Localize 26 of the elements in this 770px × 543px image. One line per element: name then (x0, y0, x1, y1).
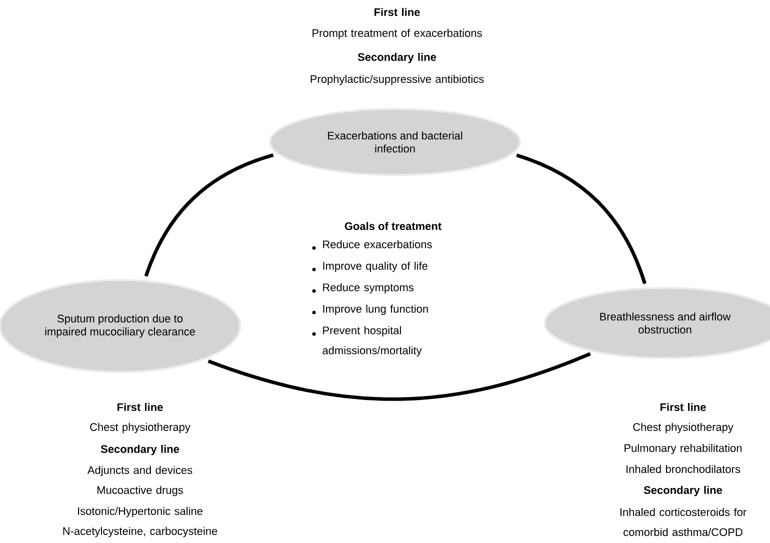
heading: First line (118, 402, 163, 412)
heading: Secondary line (100, 444, 180, 456)
heading: Secondary line (358, 52, 436, 64)
treatment-text: Isotonic/Hypertonic saline (78, 506, 202, 518)
treatment-text: Chest physiotherapy (90, 422, 190, 434)
heading: Secondary line (644, 486, 722, 496)
heading: First line (660, 402, 706, 412)
treatment-text: Prophylactic/suppressive antibiotics (310, 74, 484, 86)
curved-line (208, 352, 591, 401)
bullet-item: Reduce symptoms (323, 283, 414, 294)
treatment-text: Prompt treatment of exacerbations (312, 28, 482, 40)
bullet-item: Reduce exacerbations (323, 240, 432, 248)
treatment-text: Inhaled bronchodilators (626, 464, 740, 474)
heading: First line (374, 8, 420, 16)
bullet-item: Improve quality of life (323, 262, 428, 272)
bullet-item: Prevent hospital admissions/mortality (322, 326, 422, 356)
treatment-text: Mucoactive drugs (98, 486, 183, 496)
treatment-text: N-acetylcysteine, carbocysteine (63, 526, 218, 538)
treatment-text: Chest physiotherapy (633, 422, 734, 434)
treatment-text: Inhaled corticosteroids for comorbid asthma/COPD (620, 508, 746, 536)
curved-line (144, 153, 274, 277)
heading: Goals of treatment (344, 222, 442, 230)
treatment-text: Pulmonary rehabilitation (624, 444, 742, 454)
bullet-item: Improve lung function (323, 304, 428, 315)
treatment-text: Adjuncts and devices (87, 466, 192, 476)
curved-line (516, 154, 646, 284)
